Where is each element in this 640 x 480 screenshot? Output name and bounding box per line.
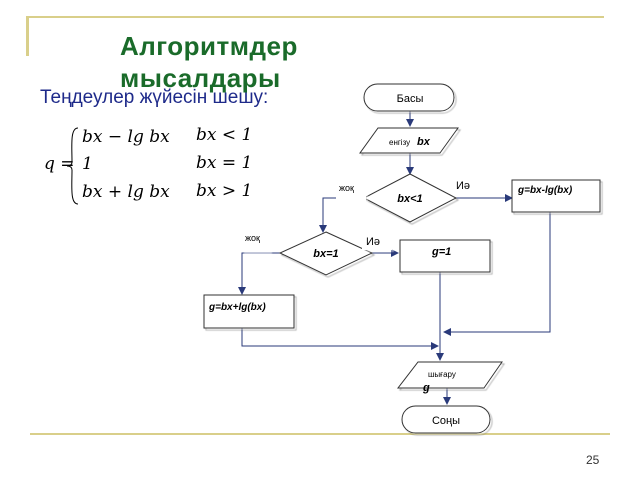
decision-2-yes-tag: Иә bbox=[362, 232, 392, 250]
input-label: енгізу bbox=[389, 138, 410, 147]
equation-case-3-expr: bx + lg bx bbox=[82, 182, 170, 202]
decision-2: bx=1 bbox=[278, 231, 374, 276]
decision-1-yes-tag: Иә bbox=[451, 176, 483, 194]
arrow-decision1-no bbox=[319, 197, 364, 233]
equation-brace bbox=[66, 127, 79, 205]
equation-lhs: q = bbox=[44, 154, 75, 174]
decision-1-no-label: жоқ bbox=[339, 183, 354, 193]
end-label: Соңы bbox=[432, 415, 460, 427]
process-3-label: g=bx+lg(bx) bbox=[208, 302, 266, 313]
decision-1-no-tag: жоқ bbox=[336, 180, 366, 202]
start-terminator: Басы bbox=[363, 83, 455, 112]
equation-case-2-cond: bx = 1 bbox=[196, 153, 253, 173]
arrow-process3-to-merge bbox=[241, 328, 439, 350]
process-bx-plus-lg: g=bx+lg(bx) bbox=[203, 294, 295, 329]
connectors bbox=[238, 111, 551, 405]
frame-top-line bbox=[28, 16, 604, 18]
process-1-label: g=bx-lg(bx) bbox=[517, 185, 573, 196]
slide-title: Алгоритмдер мысалдары bbox=[120, 31, 298, 93]
frame-left-line bbox=[26, 16, 29, 56]
input-var: bx bbox=[417, 136, 431, 148]
output-var: g bbox=[422, 382, 430, 394]
input-parallelogram: енгізу bx bbox=[359, 127, 459, 154]
process-g-equals-1: g=1 bbox=[399, 239, 491, 273]
decision-1: bx<1 bbox=[362, 173, 458, 223]
start-label: Басы bbox=[397, 93, 424, 105]
arrow-decision2-no bbox=[238, 252, 280, 295]
decision-2-label: bx=1 bbox=[313, 248, 338, 260]
decision-2-no-tag: жоқ bbox=[242, 230, 270, 252]
arrow-process1-to-merge bbox=[443, 212, 551, 336]
equation-case-3-cond: bx > 1 bbox=[196, 181, 253, 201]
equation-case-2-expr: 1 bbox=[82, 154, 93, 174]
slide-subtitle: Теңдеулер жүйесін шешу: bbox=[40, 87, 269, 108]
decision-1-label: bx<1 bbox=[397, 193, 422, 205]
page-number: 25 bbox=[586, 453, 600, 467]
decision-2-yes-label: Иә bbox=[366, 236, 380, 248]
output-parallelogram: шығару g bbox=[396, 361, 503, 394]
process-bx-minus-lg: g=bx-lg(bx) bbox=[511, 179, 601, 213]
equation-case-1-cond: bx < 1 bbox=[196, 125, 253, 145]
decision-2-no-label: жоқ bbox=[245, 233, 260, 243]
decision-1-yes-label: Иә bbox=[456, 180, 470, 192]
process-2-label: g=1 bbox=[431, 246, 451, 258]
end-terminator: Соңы bbox=[401, 405, 491, 434]
frame-bottom-line bbox=[30, 433, 610, 435]
output-label: шығару bbox=[428, 370, 456, 379]
equation-case-1-expr: bx − lg bx bbox=[82, 127, 170, 147]
